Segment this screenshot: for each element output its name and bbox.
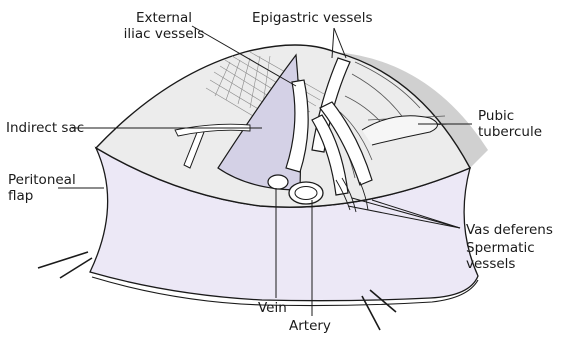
vein-section (268, 175, 288, 189)
label-vein: Vein (258, 300, 287, 316)
label-epigastric-vessels: Epigastric vessels (252, 10, 373, 26)
label-indirect-sac: Indirect sac (6, 120, 84, 136)
label-pubic-tubercule: Pubic tubercule (478, 108, 542, 140)
label-external-iliac-vessels: External iliac vessels (112, 10, 216, 42)
label-artery: Artery (289, 318, 331, 334)
label-spermatic-vessels: Spermatic vessels (466, 240, 535, 272)
label-vas-deferens: Vas deferens (466, 222, 553, 238)
artery-section (289, 182, 323, 204)
label-peritoneal-flap: Peritoneal flap (8, 172, 76, 204)
